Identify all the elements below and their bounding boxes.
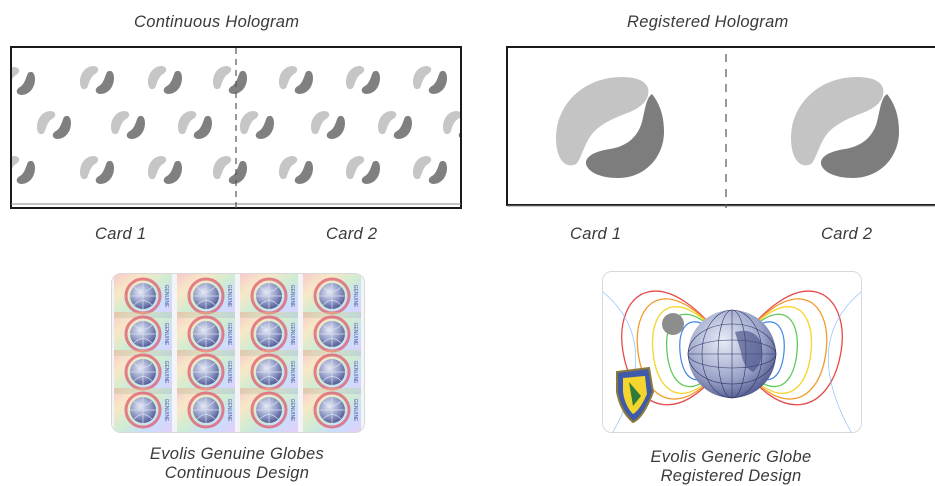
shield-icon	[616, 366, 655, 424]
genuine-globes-card-image: GENUINE	[111, 273, 365, 433]
generic-globe-card-image	[602, 271, 862, 433]
registered-card2-label: Card 2	[821, 225, 873, 243]
continuous-card1-label: Card 1	[95, 225, 147, 243]
registered-hologram-title: Registered Hologram	[627, 13, 789, 31]
genuine-card-caption-line1: Evolis Genuine Globes	[149, 445, 325, 463]
small-moon-icon	[662, 313, 684, 335]
continuous-card2-label: Card 2	[326, 225, 378, 243]
generic-card-caption-line2: Registered Design	[660, 467, 802, 485]
registered-hologram-strip	[506, 46, 935, 208]
registered-card1-label: Card 1	[570, 225, 622, 243]
continuous-hologram-title: Continuous Hologram	[134, 13, 300, 31]
continuous-hologram-strip	[10, 46, 462, 209]
genuine-card-caption-line2: Continuous Design	[164, 464, 310, 482]
generic-card-caption-line1: Evolis Generic Globe	[650, 448, 812, 466]
